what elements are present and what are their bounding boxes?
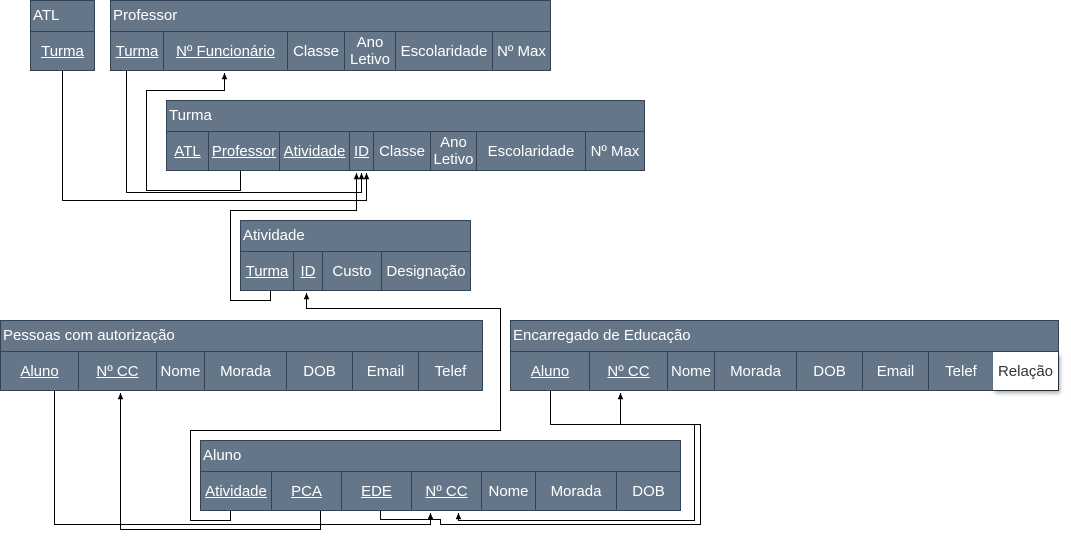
column-email: Email — [862, 352, 928, 390]
column-dob: DOB — [616, 472, 680, 510]
column-designacao: Designação — [381, 252, 470, 290]
column-aluno: Aluno — [20, 362, 59, 380]
column-custo: Custo — [322, 252, 381, 290]
header-divider — [241, 251, 470, 252]
column-morada: Morada — [204, 352, 286, 390]
column-telef: Telef — [418, 352, 482, 390]
column-telef: Telef — [928, 352, 993, 390]
column-nome: Nome — [156, 352, 204, 390]
link-aluno-pessoas-cc — [117, 393, 321, 530]
table-atividade[interactable]: Atividade Turma ID Custo Designação — [240, 220, 471, 291]
column-dob: DOB — [796, 352, 862, 390]
header-divider — [31, 31, 94, 32]
column-relacao: Relação — [993, 352, 1058, 390]
table-professor[interactable]: Professor Turma Nº Funcionário Classe An… — [110, 0, 551, 71]
column-aluno: Aluno — [530, 362, 570, 380]
table-title: Turma — [169, 107, 212, 124]
column-pca: PCA — [271, 472, 341, 510]
column-dob: DOB — [286, 352, 352, 390]
link-aluno-encarregado-cc — [380, 393, 701, 525]
column-nome: Nome — [667, 352, 714, 390]
link-professor-turma — [126, 71, 365, 193]
column-atl: ATL — [174, 142, 201, 160]
table-title: Pessoas com autorização — [3, 327, 175, 344]
table-aluno[interactable]: Aluno Atividade PCA EDE Nº CC Nome Morad… — [200, 440, 681, 511]
column-email: Email — [352, 352, 418, 390]
column-professor: Professor — [208, 132, 279, 170]
column-escolaridade: Escolaridade — [476, 132, 585, 170]
header-divider — [167, 131, 644, 132]
column-atividade: Atividade — [279, 132, 349, 170]
column-id: ID — [293, 252, 322, 290]
header-divider — [201, 471, 680, 472]
column-n-cc: Nº CC — [411, 472, 481, 510]
column-turma: Turma — [115, 42, 159, 60]
header-divider — [1, 351, 482, 352]
column-classe: Classe — [373, 132, 430, 170]
table-title: ATL — [33, 7, 60, 24]
link-aluno-atividade — [190, 293, 501, 521]
table-title: Encarregado de Educação — [513, 327, 691, 344]
column-nome: Nome — [481, 472, 535, 510]
table-title: Professor — [113, 7, 178, 24]
column-ede: EDE — [341, 472, 411, 510]
column-n-funcionario: Nº Funcionário — [163, 32, 287, 70]
column-n-max: Nº Max — [585, 132, 644, 170]
column-morada: Morada — [535, 472, 616, 510]
table-turma[interactable]: Turma ATL Professor Atividade ID Classe … — [166, 100, 645, 171]
column-n-cc: Nº CC — [78, 352, 156, 390]
link-pessoas-aluno — [54, 391, 434, 525]
column-n-cc: Nº CC — [589, 352, 667, 390]
table-title: Atividade — [243, 227, 305, 244]
header-divider — [511, 351, 1058, 352]
column-id: ID — [349, 132, 373, 170]
column-morada: Morada — [714, 352, 796, 390]
column-turma: Turma — [245, 262, 289, 280]
column-escolaridade: Escolaridade — [395, 32, 492, 70]
table-encarregado-de-educacao[interactable]: Encarregado de Educação Aluno Nº CC Nome… — [510, 320, 1059, 391]
column-ano-letivo: Ano Letivo — [430, 132, 476, 170]
table-atl[interactable]: ATL Turma — [30, 0, 95, 71]
column-ano-letivo: Ano Letivo — [344, 32, 395, 70]
column-n-max: Nº Max — [492, 32, 550, 70]
link-encarregado-aluno — [455, 391, 695, 521]
header-divider — [111, 31, 550, 32]
table-pessoas-com-autorizacao[interactable]: Pessoas com autorização Aluno Nº CC Nome… — [0, 320, 483, 391]
table-title: Aluno — [203, 447, 242, 464]
column-classe: Classe — [287, 32, 344, 70]
link-turma-professor-funcionario — [146, 73, 241, 191]
link-atividade-turma — [230, 173, 360, 301]
column-atividade: Atividade — [205, 482, 267, 500]
column-turma: Turma — [41, 42, 84, 60]
link-atl-turma — [62, 71, 370, 201]
